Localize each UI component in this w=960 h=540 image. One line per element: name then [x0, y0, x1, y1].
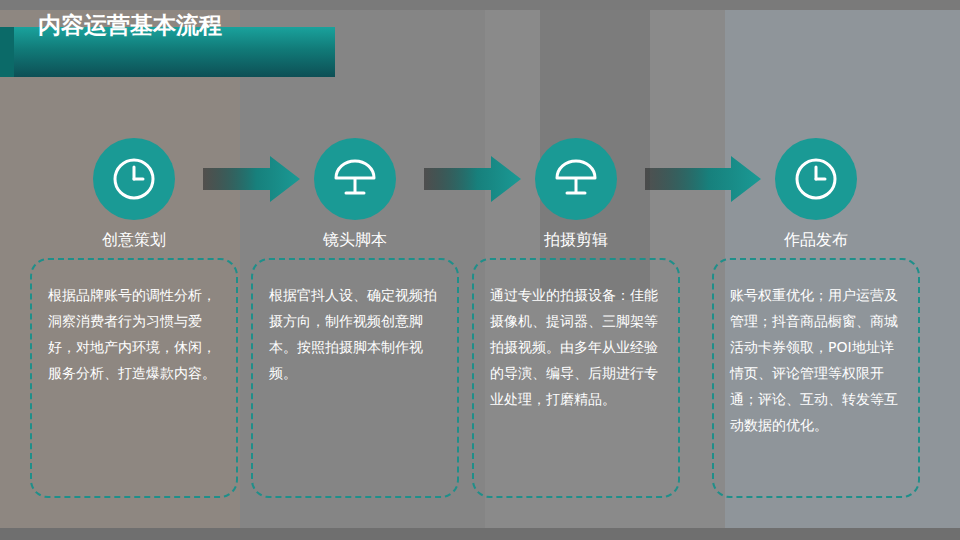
step-heading: 创意策划	[30, 230, 238, 251]
heading-holder: 镜头脚本	[251, 230, 459, 251]
heading-holder: 创意策划	[30, 230, 238, 251]
photo-bottom	[0, 528, 960, 540]
step-icon-circle	[535, 138, 617, 220]
photo-panel	[240, 0, 485, 540]
step-icon	[314, 138, 396, 220]
heading-holder: 作品发布	[712, 230, 920, 251]
photo-panel	[485, 0, 725, 540]
step-description: 根据官抖人设、确定视频拍摄方向，制作视频创意脚本。按照拍摄脚本制作视频。	[269, 282, 441, 386]
step-icon	[535, 138, 617, 220]
flow-arrow	[424, 156, 521, 202]
dashed-box: 根据品牌账号的调性分析，洞察消费者行为习惯与爱好，对地产内环境，休闲，服务分析、…	[30, 258, 238, 498]
slide-title: 内容运营基本流程	[38, 0, 222, 50]
step-icon	[775, 138, 857, 220]
step-icon-circle	[93, 138, 175, 220]
step-description: 账号权重优化；用户运营及管理；抖音商品橱窗、商城活动卡券领取，POI地址详情页、…	[730, 282, 902, 438]
process-step: 根据品牌账号的调性分析，洞察消费者行为习惯与爱好，对地产内环境，休闲，服务分析、…	[30, 138, 238, 498]
step-heading: 镜头脚本	[251, 230, 459, 251]
dashed-box: 通过专业的拍摄设备：佳能摄像机、提词器、三脚架等拍摄视频。由多年从业经验的导演、…	[472, 258, 680, 498]
photo-top	[0, 0, 960, 10]
heading-holder: 拍摄剪辑	[472, 230, 680, 251]
step-icon	[93, 138, 175, 220]
process-step: 账号权重优化；用户运营及管理；抖音商品橱窗、商城活动卡券领取，POI地址详情页、…	[712, 138, 920, 498]
process-step: 根据官抖人设、确定视频拍摄方向，制作视频创意脚本。按照拍摄脚本制作视频。 镜头脚本	[251, 138, 459, 498]
step-heading: 拍摄剪辑	[472, 230, 680, 251]
flow-arrow	[203, 156, 300, 202]
step-description: 通过专业的拍摄设备：佳能摄像机、提词器、三脚架等拍摄视频。由多年从业经验的导演、…	[490, 282, 662, 412]
photo-panel	[725, 0, 960, 540]
step-description: 根据品牌账号的调性分析，洞察消费者行为习惯与爱好，对地产内环境，休闲，服务分析、…	[48, 282, 220, 386]
step-icon-circle	[314, 138, 396, 220]
dashed-box: 根据官抖人设、确定视频拍摄方向，制作视频创意脚本。按照拍摄脚本制作视频。	[251, 258, 459, 498]
step-heading: 作品发布	[712, 230, 920, 251]
dashed-box: 账号权重优化；用户运营及管理；抖音商品橱窗、商城活动卡券领取，POI地址详情页、…	[712, 258, 920, 498]
process-step: 通过专业的拍摄设备：佳能摄像机、提词器、三脚架等拍摄视频。由多年从业经验的导演、…	[472, 138, 680, 498]
step-icon-circle	[775, 138, 857, 220]
flow-arrow	[645, 156, 761, 202]
photo-panel	[0, 0, 240, 540]
